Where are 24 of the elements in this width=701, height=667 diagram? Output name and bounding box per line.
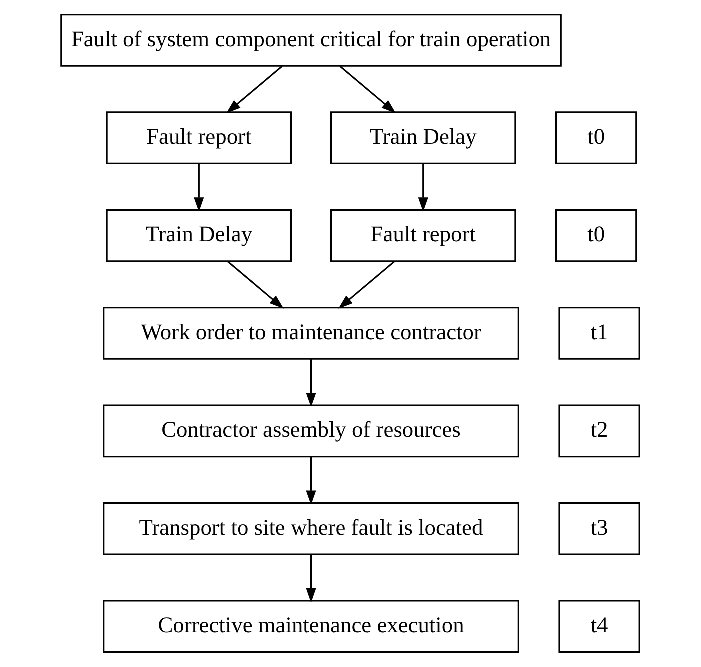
arrow [194, 164, 204, 212]
arrow [228, 261, 284, 309]
node-box: Fault report [330, 209, 516, 262]
node-box: Transport to site where fault is located [103, 502, 520, 556]
arrow [306, 457, 316, 506]
node-box: t2 [558, 404, 640, 458]
arrow [338, 261, 396, 309]
node-box: Train Delay [106, 209, 292, 262]
node-box: t1 [558, 307, 640, 360]
node-box: Work order to maintenance contractor [103, 307, 520, 360]
node-box: Corrective maintenance execution [103, 600, 520, 654]
node-box: t3 [558, 502, 640, 556]
node-box: Train Delay [330, 112, 516, 165]
arrow [226, 66, 283, 114]
arrow [418, 164, 428, 212]
arrow [340, 66, 396, 114]
node-box: t4 [558, 600, 640, 654]
arrow [306, 359, 316, 408]
arrow [306, 554, 316, 603]
node-box: t0 [556, 209, 638, 262]
node-box: Fault report [106, 112, 292, 165]
node-box: t0 [556, 112, 638, 165]
node-box: Fault of system component critical for train operation [60, 14, 562, 67]
node-box: Contractor assembly of resources [103, 404, 520, 458]
